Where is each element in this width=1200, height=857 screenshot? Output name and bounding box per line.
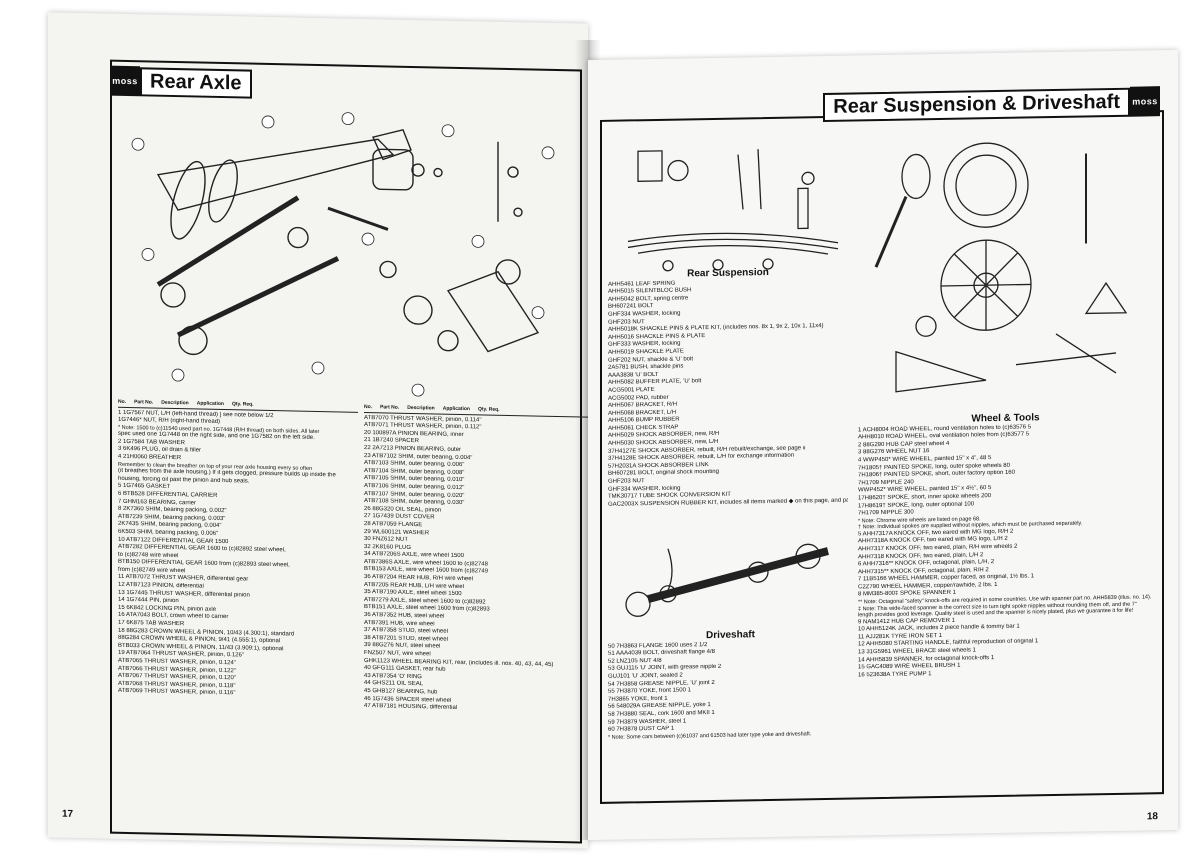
- right-title-bar: Rear Suspension & Driveshaft moss: [823, 86, 1160, 122]
- driveshaft-parts: Driveshaft 50 7H3863 FLANGE 1600 uses 2 …: [608, 628, 853, 741]
- left-page: moss Rear Axle: [48, 12, 588, 849]
- hdr-qty: Qty. Req.: [231, 401, 254, 408]
- wheel-parts: Wheel & Tools 1 ACH8004 ROAD WHEEL, roun…: [858, 410, 1153, 679]
- hdr-part-2: Part No.: [380, 404, 400, 411]
- page-title: Rear Axle: [140, 66, 252, 99]
- left-title-bar: moss Rear Axle: [110, 65, 252, 99]
- left-column-1: No. Part No. Description Application Qty…: [118, 398, 358, 711]
- driveshaft-diagram: [625, 543, 829, 617]
- hdr-desc-2: Description: [407, 404, 435, 412]
- wheel-rows: 1 ACH8004 ROAD WHEEL, round ventilation …: [858, 422, 1153, 680]
- left-col1-rows: 1 1G7567 NUT, L/H (left-hand thread) ] s…: [118, 409, 358, 700]
- hdr-no-2: No.: [364, 403, 373, 411]
- rear-suspension-diagram: [627, 149, 839, 272]
- hdr-qty-2: Qty. Req.: [477, 406, 500, 413]
- page-title-right: Rear Suspension & Driveshaft: [823, 87, 1130, 122]
- left-parts-table: No. Part No. Description Application Qty…: [118, 398, 588, 716]
- moss-logo-right: moss: [1130, 86, 1160, 117]
- wheel-tools-diagram: [874, 142, 1128, 393]
- hdr-desc: Description: [161, 399, 189, 407]
- left-column-2: No. Part No. Description Application Qty…: [364, 403, 588, 716]
- left-col2-rows: ATB7070 THRUST WASHER, pinion, 0.114" AT…: [364, 415, 588, 716]
- page-number-left: 17: [62, 808, 74, 820]
- hdr-app-2: Application: [442, 405, 470, 413]
- moss-logo: moss: [110, 65, 140, 97]
- hdr-no: No.: [118, 398, 127, 405]
- page-number-right: 18: [1146, 811, 1158, 823]
- hdr-app: Application: [196, 400, 224, 408]
- rear-axle-diagram: [131, 112, 555, 397]
- hdr-part: Part No.: [134, 399, 154, 406]
- right-page: Rear Suspension & Driveshaft moss Rear S…: [588, 49, 1178, 841]
